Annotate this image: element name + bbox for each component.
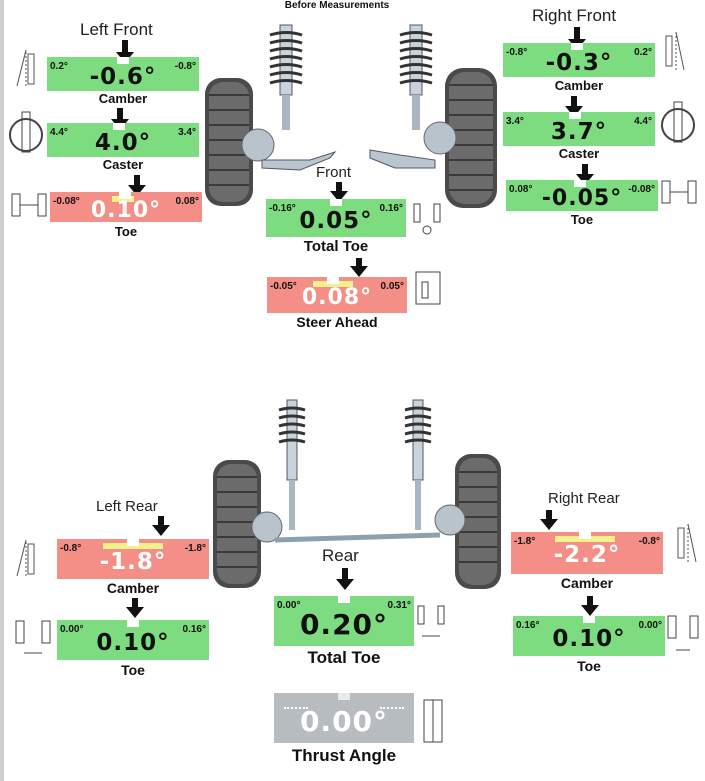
gauge-max: -0.8° xyxy=(174,61,196,72)
gauge-caption: Caster xyxy=(558,146,600,161)
gauge-caption: Camber xyxy=(560,575,614,591)
gauge-caption: Total Toe xyxy=(303,238,369,255)
gauge-min: 4.4° xyxy=(50,127,68,138)
front-section-label: Front xyxy=(316,164,352,181)
gauge-value: 0.08° xyxy=(301,285,373,310)
gauge-min: 0.00° xyxy=(60,624,84,635)
gauge-max: 0.05° xyxy=(380,281,404,292)
caster-diagram-icon xyxy=(9,111,43,153)
gauge-min: 0.08° xyxy=(509,184,533,195)
gauge-max: 3.4° xyxy=(178,127,196,138)
steer-ahead-diagram-icon xyxy=(415,271,441,305)
page-title: Before Measurements xyxy=(284,0,390,11)
left-rear-toe-gauge: 0.00° 0.16° 0.10° xyxy=(57,620,209,660)
gauge-min: -1.8° xyxy=(514,536,536,547)
right-rear-toe-gauge: 0.16° 0.00° 0.10° xyxy=(513,616,665,656)
gauge-min: -0.8° xyxy=(506,47,528,58)
gauge-min: 0.00° xyxy=(277,600,301,611)
gauge-value: 3.7° xyxy=(550,119,608,145)
gauge-min: -0.16° xyxy=(269,203,296,214)
gauge-value: -0.6° xyxy=(89,64,157,90)
gauge-min: 0.2° xyxy=(50,61,68,72)
gauge-value: 0.10° xyxy=(552,626,626,652)
gauge-caption: Toe xyxy=(570,212,594,227)
gauge-value: 0.00° xyxy=(299,705,389,738)
front-suspension-illustration xyxy=(205,24,497,208)
left-front-label: Left Front xyxy=(80,20,153,39)
gauge-max: 4.4° xyxy=(634,116,652,127)
thrust-angle-gauge: 0.00° xyxy=(274,693,414,743)
camber-diagram-icon xyxy=(16,49,35,87)
gauge-value: 0.10° xyxy=(96,630,170,656)
right-front-label: Right Front xyxy=(532,6,617,25)
toe-diagram-icon xyxy=(661,180,697,204)
gauge-min: -0.08° xyxy=(53,196,80,207)
gauge-caption: Camber xyxy=(554,78,604,93)
toe-diagram-icon xyxy=(667,615,699,651)
gauge-caption: Thrust Angle xyxy=(291,746,397,765)
front-total-toe-gauge: -0.16° 0.16° 0.05° xyxy=(266,199,406,237)
gauge-value: 0.10° xyxy=(90,198,162,223)
gauge-max: -0.8° xyxy=(638,536,660,547)
left-front-caster-gauge: 4.4° 3.4° 4.0° xyxy=(47,123,199,157)
gauge-caption: Toe xyxy=(114,224,138,239)
toe-diagram-icon xyxy=(11,193,47,217)
gauge-caption: Caster xyxy=(102,157,144,172)
right-front-camber-gauge: -0.8° 0.2° -0.3° xyxy=(503,43,655,77)
total-toe-diagram-icon xyxy=(413,203,441,235)
steer-ahead-gauge: -0.05° 0.05° 0.08° xyxy=(267,277,407,313)
right-rear-label: Right Rear xyxy=(548,490,620,507)
gauge-max: 0.00° xyxy=(638,620,662,631)
gauge-value: -1.8° xyxy=(99,549,167,575)
left-front-toe-gauge: -0.08° 0.08° 0.10° xyxy=(50,192,202,223)
left-front-camber-gauge: 0.2° -0.8° -0.6° xyxy=(47,57,199,91)
left-rear-label: Left Rear xyxy=(96,498,158,515)
gauge-caption: Camber xyxy=(106,580,160,596)
right-front-caster-gauge: 3.4° 4.4° 3.7° xyxy=(503,112,655,146)
rear-suspension-illustration xyxy=(213,399,501,589)
camber-diagram-icon xyxy=(665,31,685,71)
thrust-angle-diagram-icon xyxy=(423,699,443,743)
gauge-value: 4.0° xyxy=(94,130,152,156)
gauge-value: 0.20° xyxy=(299,608,389,641)
gauge-max: 0.2° xyxy=(634,47,652,58)
gauge-min: 3.4° xyxy=(506,116,524,127)
toe-diagram-icon xyxy=(15,620,51,654)
right-rear-camber-gauge: -1.8° -0.8° -2.2° xyxy=(511,532,663,574)
rear-section-label: Rear xyxy=(322,546,359,565)
gauge-caption: Total Toe xyxy=(307,648,381,667)
gauge-value: 0.05° xyxy=(299,208,373,234)
caster-diagram-icon xyxy=(661,101,695,143)
gauge-value: -0.05° xyxy=(541,186,623,211)
gauge-value: -2.2° xyxy=(553,542,621,568)
camber-diagram-icon xyxy=(677,523,697,563)
gauge-max: 0.16° xyxy=(379,203,403,214)
camber-diagram-icon xyxy=(16,539,35,577)
left-scan-edge xyxy=(0,0,4,781)
gauge-max: -1.8° xyxy=(184,543,206,554)
gauge-caption: Steer Ahead xyxy=(296,314,378,330)
total-toe-diagram-icon xyxy=(417,605,445,637)
gauge-min: -0.05° xyxy=(270,281,297,292)
left-rear-camber-gauge: -0.8° -1.8° -1.8° xyxy=(57,539,209,579)
gauge-value: -0.3° xyxy=(545,50,613,76)
gauge-min: -0.8° xyxy=(60,543,82,554)
gauge-max: 0.08° xyxy=(175,196,199,207)
gauge-max: 0.16° xyxy=(182,624,206,635)
gauge-min: 0.16° xyxy=(516,620,540,631)
rear-total-toe-gauge: 0.00° 0.31° 0.20° xyxy=(274,596,414,646)
gauge-max: 0.31° xyxy=(387,600,411,611)
right-front-toe-gauge: 0.08° -0.08° -0.05° xyxy=(506,180,658,211)
gauge-max: -0.08° xyxy=(628,184,655,195)
gauge-caption: Toe xyxy=(577,658,601,674)
gauge-caption: Toe xyxy=(121,662,145,678)
gauge-caption: Camber xyxy=(98,91,148,106)
